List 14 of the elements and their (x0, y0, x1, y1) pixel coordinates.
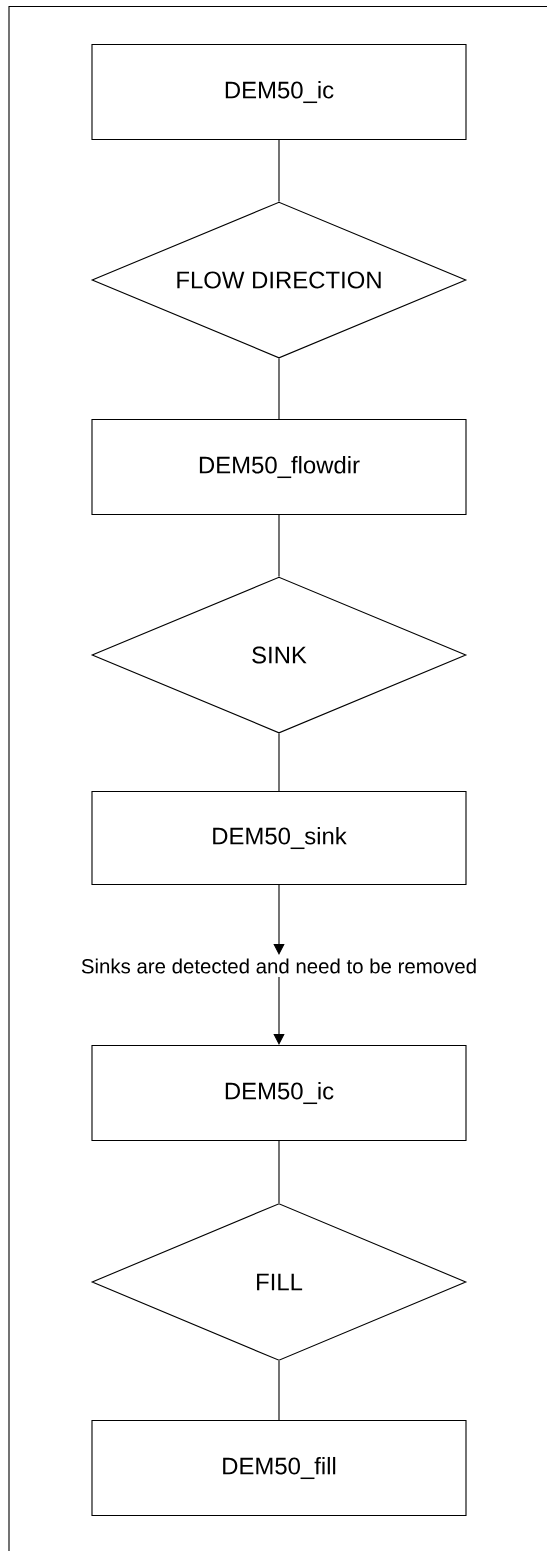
process-box: DEM50_fill (91, 1419, 467, 1517)
note-text: Sinks are detected and need to be removed (81, 958, 476, 974)
connector-line (278, 358, 280, 420)
connector-line (278, 1140, 280, 1204)
process-box: DEM50_ic (91, 1044, 467, 1142)
process-box: DEM50_flowdir (91, 418, 467, 516)
arrow (273, 884, 285, 955)
process-box: DEM50_sink (91, 790, 467, 886)
connector-line (278, 139, 280, 202)
connector-line (278, 733, 280, 792)
process-box: DEM50_ic (91, 43, 467, 141)
arrow (273, 976, 285, 1045)
connector-line (278, 514, 280, 577)
connector-line (278, 1360, 280, 1421)
